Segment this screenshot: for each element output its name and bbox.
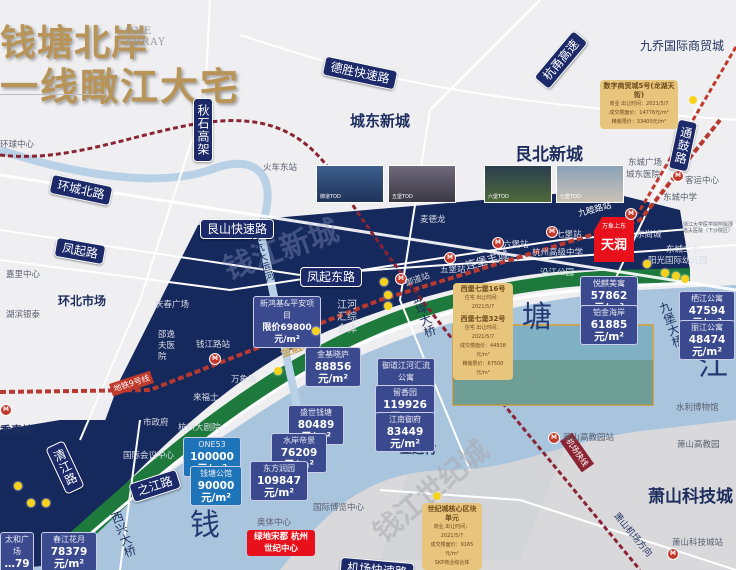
river-char-tang: 塘 xyxy=(522,300,552,335)
poi-jiali: 嘉里中心 xyxy=(6,270,41,280)
station-qibao: 七堡站 xyxy=(556,230,582,240)
river-char-qian: 钱 xyxy=(190,508,220,543)
location-dot xyxy=(433,492,441,500)
metro-icon: M xyxy=(667,548,679,560)
poi-laifushi: 来福士 xyxy=(193,393,219,403)
location-dot xyxy=(312,327,320,335)
poi-dongcheng-2: 东城二小 xyxy=(666,245,701,255)
photo-liubao-tod: 六堡TOD xyxy=(484,165,552,203)
location-dot xyxy=(689,96,697,104)
station-wubao: 五堡站 xyxy=(440,265,466,275)
metro-icon: M xyxy=(546,226,558,238)
price-card[interactable]: 新鸿基&平安项目限价69800元/m² xyxy=(253,296,321,348)
photo-yudao-tod: 御道TOD xyxy=(316,165,384,203)
district-chengdong: 城东新城 xyxy=(350,112,411,130)
poi-yanjiang-park: 沿江公园 xyxy=(540,268,575,278)
location-dot xyxy=(681,275,689,283)
location-dot xyxy=(672,272,680,280)
poi-olympic: 奥体中心 xyxy=(257,518,292,528)
location-dot xyxy=(643,260,651,268)
location-dot xyxy=(384,302,392,310)
metro-icon: M xyxy=(209,353,221,365)
metro-icon: M xyxy=(0,404,12,416)
poi-dongshang: 东尚城 xyxy=(636,230,662,240)
station-xiaoshan-edu: 萧山高教园站 xyxy=(563,433,615,443)
poi-shizhengfu: 市政府 xyxy=(143,418,169,428)
poi-dongcheng-mid: 东城中学 xyxy=(663,193,698,203)
location-dot xyxy=(380,278,388,286)
station-xiaoshan-tech: 萧山科技城站 xyxy=(672,538,724,548)
station-liubao: 六堡站 xyxy=(503,240,529,250)
district-jiuqiao: 九乔国际商贸城 xyxy=(640,39,725,53)
district-huanbei: 环北市场 xyxy=(58,294,107,308)
poi-qingchun: 庆春广场 xyxy=(155,300,190,310)
district-genbei: 艮北新城 xyxy=(515,145,583,165)
metro-icon: M xyxy=(444,252,456,264)
location-dot xyxy=(27,499,35,507)
station-jiqing: 季青站 xyxy=(0,424,33,437)
poi-yangguang: 阳光国际幼儿园 xyxy=(648,256,708,266)
price-card[interactable]: 太和广场…79元/m² xyxy=(0,532,34,570)
photo-qibao-tod: 七堡TOD xyxy=(556,165,624,203)
poi-expo: 国际博览中心 xyxy=(313,503,365,513)
location-dot xyxy=(384,291,392,299)
poi-chengdong-hosp: 城东医院 xyxy=(626,170,661,180)
station-keyun: 客运中心 xyxy=(685,176,720,186)
poi-xiaoshan-edu-park: 萧山高教园 xyxy=(677,440,720,450)
poi-water-museum: 水利博物馆 xyxy=(676,403,719,413)
station-train-east: 火车东站 xyxy=(263,163,298,173)
poi-grand-theatre: 杭州大剧院 xyxy=(178,423,221,433)
tianrun-project[interactable]: 万象上东 天润 xyxy=(594,217,634,262)
location-dot xyxy=(14,482,22,490)
poi-huanqiu: 环球中心 xyxy=(0,140,35,150)
photo-wubao-tod: 五堡TOD xyxy=(388,165,456,203)
poi-shaoyifu: 邵逸夫医院 xyxy=(158,330,176,362)
poi-jiangheui: 江河汇综合体 xyxy=(337,300,357,335)
road-genshan: 艮山快速路 xyxy=(200,219,275,239)
road-fengqi-east: 凤起东路 xyxy=(300,267,363,287)
metro-icon: M xyxy=(548,432,560,444)
metro-icon: M xyxy=(492,237,504,249)
title-line1: 钱塘北岸 xyxy=(0,22,149,64)
road-qiushi: 秋石高架 xyxy=(193,98,213,162)
location-dot xyxy=(661,269,669,277)
station-qianjiang-road: 钱江路站 xyxy=(196,340,231,350)
poi-wanxiang: 万象城 xyxy=(231,375,257,385)
metro-icon: M xyxy=(625,208,637,220)
poi-dongcheng-plaza: 东城广场 xyxy=(628,158,663,168)
greenland-project[interactable]: 绿地宋都 杭州世纪中心 xyxy=(247,530,315,556)
poi-zju-hosp: 浙江大学医学院附属邵逸夫医院（下沙院区） xyxy=(683,222,734,234)
location-dot xyxy=(274,367,282,375)
poi-intl-conf: 国际会议中心 xyxy=(123,451,175,461)
poi-hangzhou-high: 杭州高级中学 xyxy=(532,248,584,258)
poi-hubin: 湖滨银泰 xyxy=(6,310,41,320)
poi-maidelong: 麦德龙 xyxy=(420,215,446,225)
metro-icon: M xyxy=(672,170,684,182)
metro-icon: M xyxy=(395,273,407,285)
location-dot xyxy=(42,499,50,507)
title-divider xyxy=(0,94,108,95)
district-xiaoshan: 萧山科技城 xyxy=(648,487,733,507)
